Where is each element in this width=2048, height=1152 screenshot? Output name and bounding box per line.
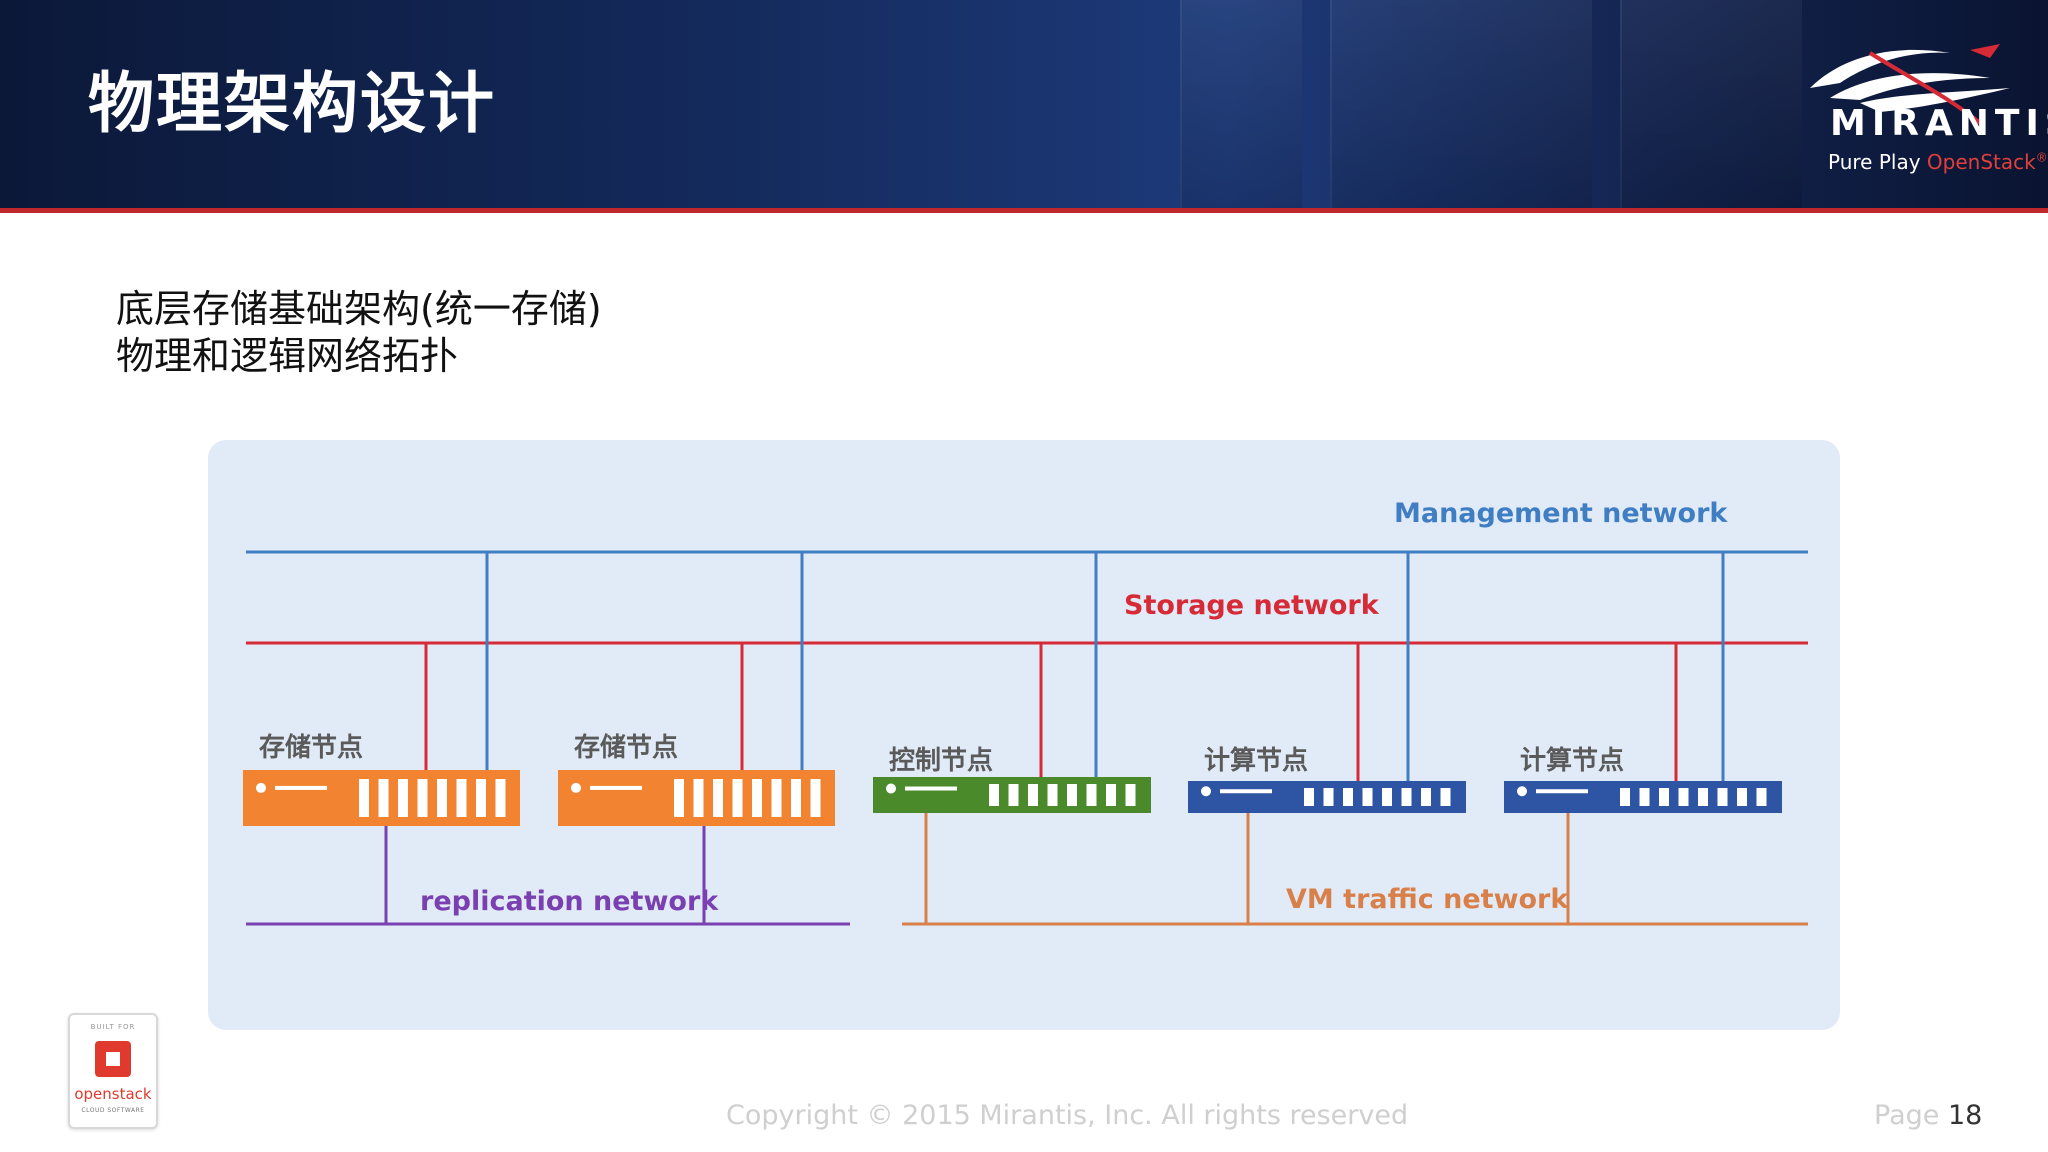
node-1-drive-bay bbox=[437, 779, 447, 817]
node-2-slot-icon bbox=[590, 785, 642, 790]
node-3-slot-icon bbox=[905, 786, 957, 791]
logo-tagline-mark: ® bbox=[2035, 150, 2048, 165]
node-4-drive-bay bbox=[1421, 788, 1431, 806]
slide-header bbox=[0, 0, 2048, 208]
node-1-drive-bay bbox=[359, 779, 369, 817]
node-5-drive-bay bbox=[1737, 788, 1747, 806]
node-2-label: 存储节点 bbox=[574, 732, 678, 763]
node-3-drive-bay bbox=[1047, 784, 1058, 806]
node-1-drive-bay bbox=[495, 779, 506, 817]
node-4-drive-bay bbox=[1323, 788, 1334, 806]
network-label-management: Management network bbox=[1394, 498, 1728, 529]
header-panel-2 bbox=[1330, 0, 1592, 208]
node-5-drive-bay bbox=[1659, 788, 1669, 806]
node-3-drive-bay bbox=[1086, 784, 1097, 806]
openstack-logo-icon bbox=[95, 1041, 131, 1077]
node-5-label: 计算节点 bbox=[1520, 745, 1624, 776]
node-3-drive-bay bbox=[1067, 784, 1077, 806]
node-2-drive-bay bbox=[713, 779, 723, 817]
node-4-drive-bay bbox=[1401, 788, 1412, 806]
node-3-drive-bay bbox=[989, 784, 999, 806]
node-3-drive-bay bbox=[1106, 784, 1116, 806]
node-2-drive-bay bbox=[693, 779, 704, 817]
node-5-drive-bay bbox=[1639, 788, 1650, 806]
node-2-drive-bay bbox=[732, 779, 743, 817]
footer-page-number: 18 bbox=[1947, 1100, 1983, 1131]
network-diagram: 存储节点 存储节点 控制节点 计算节点 计算节点 Management networkSt… bbox=[243, 498, 1808, 926]
node-1-drive-bay bbox=[398, 779, 408, 817]
node-4-drive-bay bbox=[1304, 788, 1314, 806]
logo-tagline: Pure Play OpenStack® bbox=[1828, 150, 2048, 174]
logo-wordmark: MIRANTIS bbox=[1830, 103, 2048, 144]
mirantis-swoosh-icon bbox=[1810, 44, 2010, 125]
node-2-drive-bay bbox=[752, 779, 762, 817]
node-3-label: 控制节点 bbox=[889, 745, 993, 776]
footer-copyright: Copyright © 2015 Mirantis, Inc. All righ… bbox=[726, 1100, 1409, 1131]
node-4-drive-bay bbox=[1440, 788, 1451, 806]
node-2-drive-bay bbox=[674, 779, 684, 817]
node-5-led-icon bbox=[1517, 786, 1527, 797]
node-2-drive-bay bbox=[771, 779, 782, 817]
subtitle-line-1: 底层存储基础架构(统一存储) bbox=[116, 287, 602, 331]
node-5-drive-bay bbox=[1620, 788, 1630, 806]
node-4-led-icon bbox=[1201, 786, 1211, 797]
node-3-drive-bay bbox=[1008, 784, 1019, 806]
node-1-drive-bay bbox=[456, 779, 467, 817]
node-1-label: 存储节点 bbox=[259, 732, 363, 763]
openstack-badge: BUILT FOR openstack CLOUD SOFTWARE bbox=[68, 1013, 158, 1129]
node-1-drive-bay bbox=[476, 779, 486, 817]
slide-title: 物理架构设计 bbox=[88, 65, 496, 142]
header-panel-1 bbox=[1180, 0, 1302, 208]
node-4-drive-bay bbox=[1382, 788, 1392, 806]
node-4-slot-icon bbox=[1220, 789, 1272, 794]
node-3-drive-bay bbox=[1028, 784, 1038, 806]
node-5-drive-bay bbox=[1698, 788, 1708, 806]
node-1-led-icon bbox=[256, 782, 266, 793]
badge-name: openstack bbox=[74, 1085, 152, 1103]
subtitle-line-2: 物理和逻辑网络拓扑 bbox=[116, 334, 459, 378]
node-1-drive-bay bbox=[378, 779, 389, 817]
node-1-drive-bay bbox=[417, 779, 428, 817]
node-4-drive-bay bbox=[1362, 788, 1373, 806]
node-2-drive-bay bbox=[791, 779, 801, 817]
network-label-vm-traffic: VM traffic network bbox=[1286, 884, 1569, 915]
node-1-slot-icon bbox=[275, 785, 327, 790]
node-2-drive-bay bbox=[810, 779, 821, 817]
node-4-drive-bay bbox=[1343, 788, 1353, 806]
node-5-slot-icon bbox=[1536, 789, 1588, 794]
node-3-drive-bay bbox=[1125, 784, 1136, 806]
node-5-drive-bay bbox=[1717, 788, 1728, 806]
node-2-led-icon bbox=[571, 782, 581, 793]
node-4-label: 计算节点 bbox=[1204, 745, 1308, 776]
network-label-storage: Storage network bbox=[1124, 590, 1380, 621]
footer-page: Page 18 bbox=[1874, 1100, 1982, 1131]
network-label-replication: replication network bbox=[420, 886, 719, 917]
footer-page-label: Page bbox=[1874, 1100, 1940, 1131]
badge-cloud: CLOUD SOFTWARE bbox=[81, 1107, 145, 1114]
node-3-led-icon bbox=[886, 783, 896, 794]
header-divider bbox=[0, 208, 2048, 213]
badge-built-for: BUILT FOR bbox=[90, 1023, 136, 1031]
node-5-drive-bay bbox=[1756, 788, 1767, 806]
logo-tagline-brand: OpenStack bbox=[1926, 150, 2036, 174]
header-panel-3 bbox=[1620, 0, 1802, 208]
node-5-drive-bay bbox=[1678, 788, 1689, 806]
logo-tagline-pure: Pure Play bbox=[1828, 150, 1921, 174]
